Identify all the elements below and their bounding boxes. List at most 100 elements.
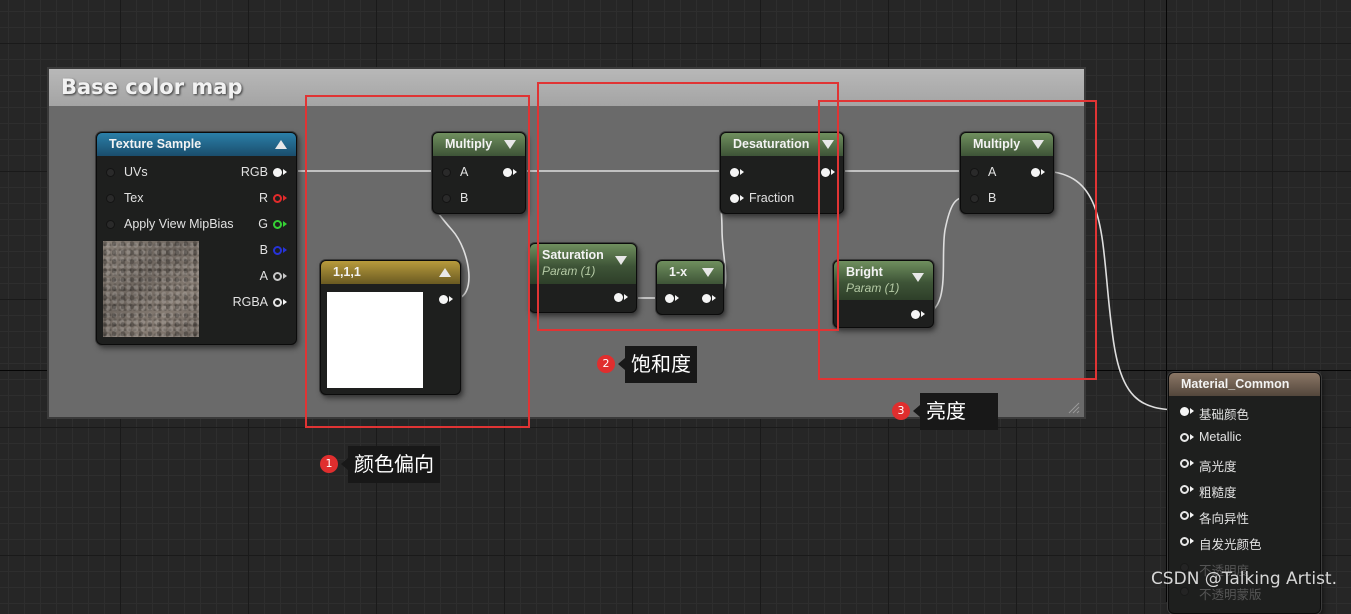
rgba-output-arrow-icon <box>283 299 287 305</box>
bright-header[interactable]: Bright Param (1) <box>834 261 933 300</box>
multiply-node-2[interactable]: Multiply A B <box>960 132 1054 214</box>
comment-header[interactable]: Base color map <box>49 69 1084 106</box>
specular-input-pin[interactable] <box>1180 459 1189 468</box>
watermark: CSDN @Talking Artist. <box>1150 569 1337 589</box>
desaturation-node[interactable]: Desaturation Fraction <box>720 132 844 214</box>
multiply-1-output-pin[interactable] <box>503 168 512 177</box>
saturation-output-pin[interactable] <box>614 293 623 302</box>
multiply-2-a-pin[interactable] <box>970 168 979 177</box>
annotation-box-3 <box>818 100 1097 380</box>
emissive-input-arrow-icon <box>1190 538 1194 544</box>
multiply-1-a-pin[interactable] <box>442 168 451 177</box>
wire-multiply-to-basecolor <box>1039 170 1183 411</box>
texture-sample-node[interactable]: Texture Sample UVs Tex Apply View MipBia… <box>96 132 297 345</box>
one-minus-input-pin[interactable] <box>665 294 674 303</box>
one-minus-node[interactable]: 1-x <box>656 260 724 315</box>
a-output-label: A <box>259 269 268 283</box>
desaturation-output-pin[interactable] <box>821 168 830 177</box>
constant-header[interactable]: 1,1,1 <box>321 261 460 284</box>
roughness-input-pin[interactable] <box>1180 485 1189 494</box>
saturation-title: Saturation <box>542 248 604 262</box>
basecolor-input-pin[interactable] <box>1180 407 1189 416</box>
collapse-icon[interactable] <box>439 268 451 277</box>
rgb-output-arrow-icon <box>283 169 287 175</box>
emissive-input-label: 自发光颜色 <box>1199 538 1262 552</box>
multiply-2-header[interactable]: Multiply <box>961 133 1053 156</box>
multiply-node-1[interactable]: Multiply A B <box>432 132 526 214</box>
resize-grip-icon[interactable] <box>1068 402 1080 414</box>
comment-title: Base color map <box>61 75 243 99</box>
uvs-input-pin[interactable] <box>106 168 115 177</box>
g-output-pin[interactable] <box>273 220 282 229</box>
collapse-icon[interactable] <box>275 140 287 149</box>
bright-subtitle: Param (1) <box>846 281 900 295</box>
rgb-output-pin[interactable] <box>273 168 282 177</box>
anisotropy-input-pin[interactable] <box>1180 511 1189 520</box>
metallic-input-pin[interactable] <box>1180 433 1189 442</box>
tex-input-pin[interactable] <box>106 194 115 203</box>
collapse-icon[interactable] <box>615 256 627 265</box>
bright-title: Bright <box>846 265 883 279</box>
opacity-input-pin[interactable] <box>1180 563 1189 572</box>
constant-node[interactable]: 1,1,1 <box>320 260 461 395</box>
material-title: Material_Common <box>1181 377 1290 391</box>
annotation-label-1: 颜色偏向 <box>348 446 440 483</box>
collapse-icon[interactable] <box>1032 140 1044 149</box>
rgba-output-pin[interactable] <box>273 298 282 307</box>
annotation-label-3: 亮度 <box>920 393 998 430</box>
desaturation-input-pin[interactable] <box>730 168 739 177</box>
basecolor-input-arrow-icon <box>1190 408 1194 414</box>
opacity-mask-input-pin[interactable] <box>1180 587 1189 596</box>
texture-sample-header[interactable]: Texture Sample <box>97 133 296 156</box>
multiply-1-b-label: B <box>460 191 469 205</box>
opacity-mask-input-label: 不透明蒙版 <box>1199 588 1262 602</box>
fraction-input-pin[interactable] <box>730 194 739 203</box>
r-output-arrow-icon <box>283 195 287 201</box>
material-header[interactable]: Material_Common <box>1169 373 1320 396</box>
tex-input-label: Tex <box>124 191 144 205</box>
collapse-icon[interactable] <box>822 140 834 149</box>
annotation-badge-3: 3 <box>892 402 910 420</box>
texture-preview-image <box>103 241 199 337</box>
multiply-2-b-pin[interactable] <box>970 194 979 203</box>
saturation-header[interactable]: Saturation Param (1) <box>530 244 636 284</box>
specular-input-arrow-icon <box>1190 460 1194 466</box>
roughness-input-arrow-icon <box>1190 486 1194 492</box>
wire-bright-to-multiply-b <box>920 196 967 315</box>
multiply-2-a-label: A <box>988 165 997 179</box>
one-minus-header[interactable]: 1-x <box>657 261 723 284</box>
collapse-icon[interactable] <box>912 273 924 282</box>
saturation-subtitle: Param (1) <box>542 264 596 278</box>
a-output-pin[interactable] <box>273 272 282 281</box>
multiply-1-b-pin[interactable] <box>442 194 451 203</box>
multiply-1-header[interactable]: Multiply <box>433 133 525 156</box>
annotation-pointer-1 <box>341 458 348 470</box>
one-minus-output-pin[interactable] <box>702 294 711 303</box>
wire-constant-to-multiply-b <box>430 196 470 300</box>
g-output-arrow-icon <box>283 221 287 227</box>
a-output-arrow-icon <box>283 273 287 279</box>
bright-param-node[interactable]: Bright Param (1) <box>833 260 934 328</box>
desaturation-output-arrow-icon <box>831 169 835 175</box>
multiply-1-a-label: A <box>460 165 469 179</box>
collapse-icon[interactable] <box>504 140 516 149</box>
one-minus-output-arrow-icon <box>712 295 716 301</box>
r-output-label: R <box>258 191 268 205</box>
metallic-input-arrow-icon <box>1190 434 1194 440</box>
mipbias-input-pin[interactable] <box>106 220 115 229</box>
multiply-2-output-pin[interactable] <box>1031 168 1040 177</box>
desaturation-header[interactable]: Desaturation <box>721 133 843 156</box>
bright-output-pin[interactable] <box>911 310 920 319</box>
material-common-node[interactable]: Material_Common 基础颜色 Metallic 高光度 粗糙度 各向… <box>1168 372 1321 614</box>
multiply-1-output-arrow-icon <box>513 169 517 175</box>
collapse-icon[interactable] <box>702 268 714 277</box>
emissive-input-pin[interactable] <box>1180 537 1189 546</box>
constant-output-pin[interactable] <box>439 295 448 304</box>
constant-output-arrow-icon <box>449 296 453 302</box>
b-output-pin[interactable] <box>273 246 282 255</box>
g-output-label: G <box>258 217 268 231</box>
metallic-input-label: Metallic <box>1199 430 1242 444</box>
multiply-2-title: Multiply <box>973 137 1021 151</box>
color-preview-swatch <box>327 292 423 388</box>
r-output-pin[interactable] <box>273 194 282 203</box>
